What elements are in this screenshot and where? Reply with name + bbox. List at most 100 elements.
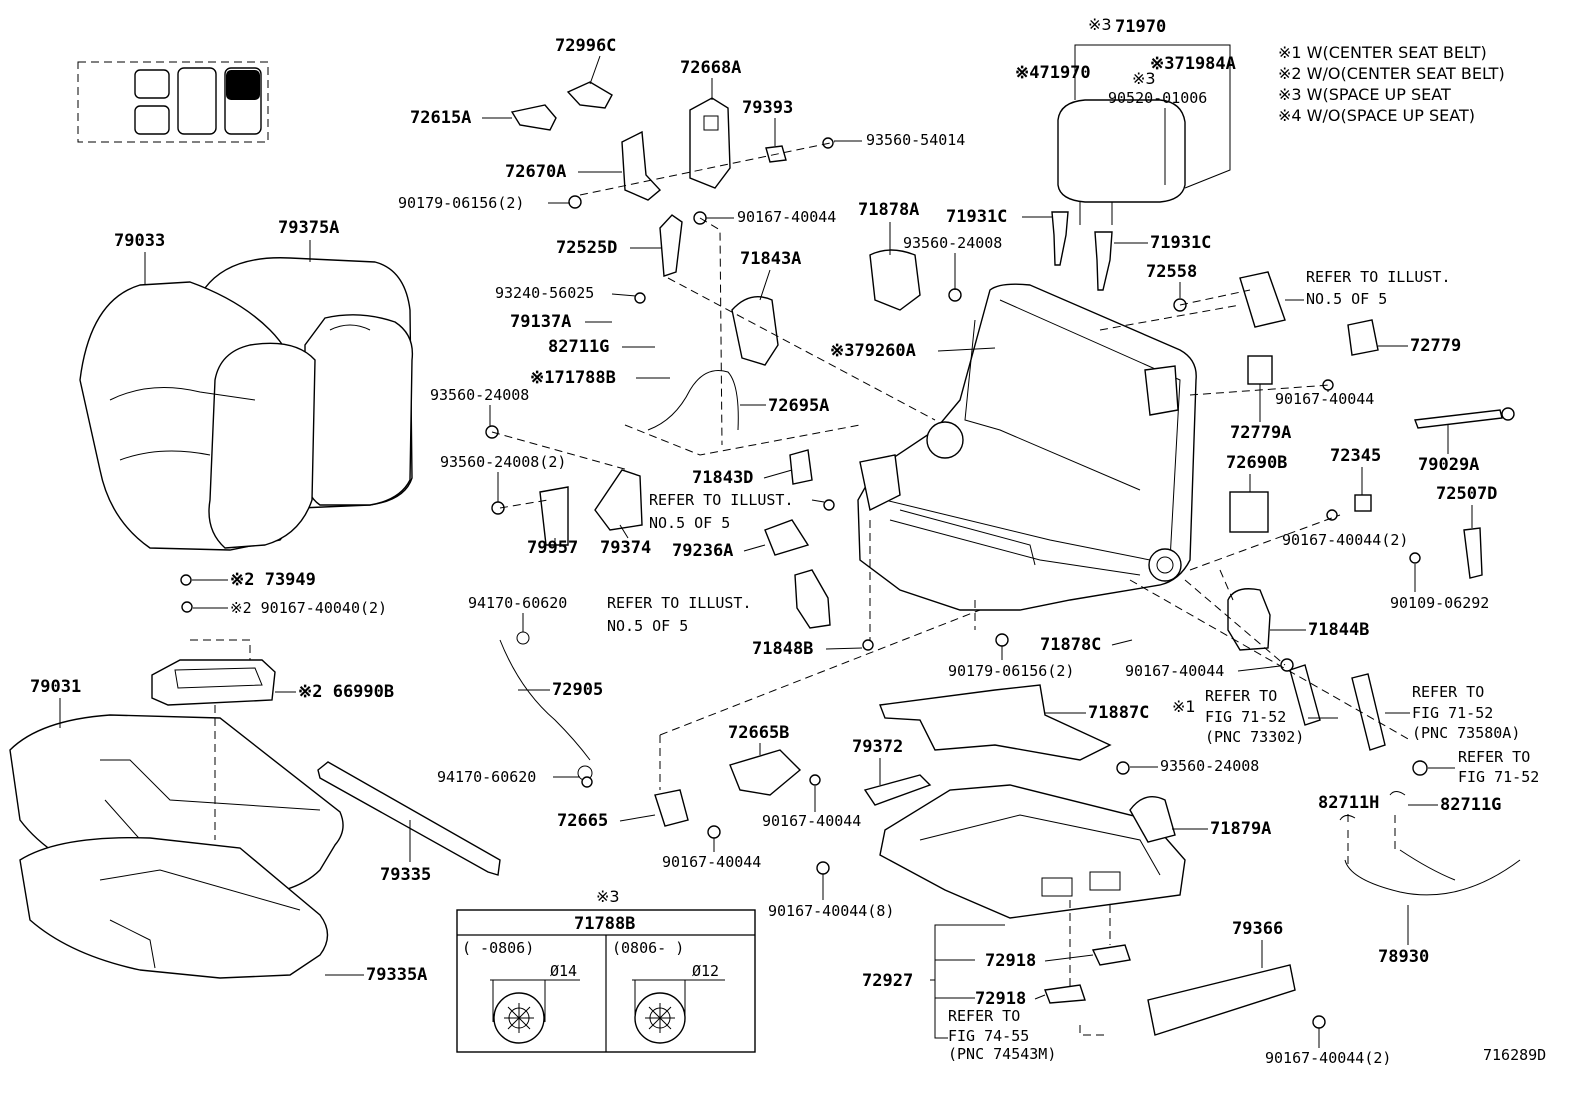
label-72927: 72927 — [862, 971, 913, 991]
seat-cushion-illustration — [9, 714, 344, 979]
refer-fig-71-52-a-line-3: (PNC 73302) — [1205, 728, 1304, 746]
refer-illust-2-line-1: REFER TO ILLUST. — [607, 594, 752, 612]
label-79031: 79031 — [30, 677, 81, 697]
inset-left-dim: Ø14 — [550, 962, 577, 980]
label-90167-40044-d: 90167-40044 — [1275, 390, 1374, 408]
seatback-cover-illustration — [79, 257, 414, 551]
label-72670A: 72670A — [505, 162, 566, 182]
refer-fig-71-52-b-line-1: REFER TO — [1412, 683, 1484, 701]
label-71970-w-o: ※471970 — [1015, 63, 1091, 83]
armrest-cover-illustration — [151, 639, 276, 840]
figure-id: 716289D — [1483, 1046, 1546, 1064]
inset-left-grommet-drawing — [490, 979, 580, 1044]
vehicle-seat-locator-icon — [77, 61, 269, 143]
label-90167-40044-c: 90167-40044 — [662, 853, 761, 871]
headrest-illustration — [1051, 99, 1186, 291]
label-79372: 79372 — [852, 737, 903, 757]
refer-fig-71-52-b-line-3: (PNC 73580A) — [1412, 724, 1520, 742]
legend-note-2: ※2 W/O(CENTER SEAT BELT) — [1278, 64, 1505, 83]
label-71970: 71970 — [1115, 17, 1166, 37]
refer-illust-1-line-2: NO.5 OF 5 — [649, 514, 730, 532]
refer-fig-71-52-a-line-2: FIG 71-52 — [1205, 708, 1286, 726]
label-79375A: 79375A — [278, 218, 339, 238]
label-72345: 72345 — [1330, 446, 1381, 466]
label-90520-01006: 90520-01006 — [1108, 89, 1207, 107]
label-72665: 72665 — [557, 811, 608, 831]
label-93560-54014: 93560-54014 — [866, 131, 965, 149]
inset-right-range: (0806- ) — [612, 939, 684, 957]
label-82711G-a: 82711G — [548, 337, 609, 357]
assembly-guide-lines — [491, 141, 1411, 1036]
label-71931C-a: 71931C — [946, 207, 1007, 227]
label-82711G-b: 82711G — [1440, 795, 1501, 815]
label-72918-a: 72918 — [985, 951, 1036, 971]
label-71788B: ※171788B — [530, 368, 616, 388]
refer-illust-3-line-1: REFER TO ILLUST. — [1306, 268, 1451, 286]
legend: ※1 W(CENTER SEAT BELT) ※2 W/O(CENTER SEA… — [1278, 43, 1505, 125]
refer-fig-71-52-a-line-1: REFER TO — [1205, 687, 1277, 705]
label-93560-24008-a: 93560-24008 — [903, 234, 1002, 252]
refer-fig-71-52-c-line-2: FIG 71-52 — [1458, 768, 1539, 786]
label-72558: 72558 — [1146, 262, 1197, 282]
label-71843A: 71843A — [740, 249, 801, 269]
label-79029A: 79029A — [1418, 455, 1479, 475]
refer-fig-71-52-a-note: ※1 — [1172, 697, 1196, 716]
label-94170-60620-b: 94170-60620 — [437, 768, 536, 786]
label-94170-60620-a: 94170-60620 — [468, 594, 567, 612]
label-71843D: 71843D — [692, 468, 753, 488]
label-72779A: 72779A — [1230, 423, 1291, 443]
label-79335: 79335 — [380, 865, 431, 885]
refer-fig-74-55-line-2: FIG 74-55 — [948, 1027, 1029, 1045]
refer-illust-2-line-2: NO.5 OF 5 — [607, 617, 688, 635]
label-71984A: ※371984A — [1150, 54, 1236, 74]
label-79393: 79393 — [742, 98, 793, 118]
label-71844B: 71844B — [1308, 620, 1369, 640]
refer-fig-74-55-line-3: (PNC 74543M) — [948, 1045, 1056, 1063]
label-90167-40044-2a: 90167-40044(2) — [1282, 531, 1408, 549]
label-72996C: 72996C — [555, 36, 616, 56]
label-90167-40044-e: 90167-40044 — [1125, 662, 1224, 680]
label-72668A: 72668A — [680, 58, 741, 78]
label-79260A: ※379260A — [830, 341, 916, 361]
label-93240-56025: 93240-56025 — [495, 284, 594, 302]
legend-note-1: ※1 W(CENTER SEAT BELT) — [1278, 43, 1487, 62]
label-72665B: 72665B — [728, 723, 789, 743]
label-71970-note: ※3 — [1088, 15, 1112, 34]
seat-frame-illustration — [857, 283, 1197, 611]
label-79374: 79374 — [600, 538, 651, 558]
inset-71788B-table: ※3 71788B ( -0806) (0806- ) Ø14 Ø12 — [456, 887, 756, 1053]
label-79957: 79957 — [527, 538, 578, 558]
label-72905: 72905 — [552, 680, 603, 700]
label-72918-b: 72918 — [975, 989, 1026, 1009]
label-79033: 79033 — [114, 231, 165, 251]
legend-note-3: ※3 W(SPACE UP SEAT — [1278, 85, 1451, 104]
label-90167-40044-a: 90167-40044 — [737, 208, 836, 226]
refer-fig-71-52-b-line-2: FIG 71-52 — [1412, 704, 1493, 722]
label-71931C-b: 71931C — [1150, 233, 1211, 253]
label-71848B: 71848B — [752, 639, 813, 659]
label-93560-24008-2: 93560-24008(2) — [440, 453, 566, 471]
label-90167-40044-8: 90167-40044(8) — [768, 902, 894, 920]
refer-illust-1-line-1: REFER TO ILLUST. — [649, 491, 794, 509]
refer-fig-71-52-c-line-1: REFER TO — [1458, 748, 1530, 766]
label-71878A: 71878A — [858, 200, 919, 220]
inset-right-grommet-drawing — [632, 979, 725, 1044]
legend-note-4: ※4 W/O(SPACE UP SEAT) — [1278, 106, 1475, 125]
label-72690B: 72690B — [1226, 453, 1287, 473]
label-72695A: 72695A — [768, 396, 829, 416]
small-parts-illustrations — [180, 81, 1521, 1036]
label-90179-06156-2: 90179-06156(2) — [398, 194, 524, 212]
inset-left-range: ( -0806) — [462, 939, 534, 957]
label-71878C: 71878C — [1040, 635, 1101, 655]
inset-title: 71788B — [574, 914, 635, 934]
label-90520-note: ※3 — [1132, 69, 1156, 88]
label-72615A: 72615A — [410, 108, 471, 128]
inset-note: ※3 — [596, 887, 620, 906]
label-90109-06292: 90109-06292 — [1390, 594, 1489, 612]
label-90167-40044-b: 90167-40044 — [762, 812, 861, 830]
refer-illust-3-line-2: NO.5 OF 5 — [1306, 290, 1387, 308]
label-93560-24008-c: 93560-24008 — [1160, 757, 1259, 775]
part-labels: 72996C 72668A 72615A 79393 93560-54014 7… — [30, 15, 1546, 1067]
label-72779: 72779 — [1410, 336, 1461, 356]
